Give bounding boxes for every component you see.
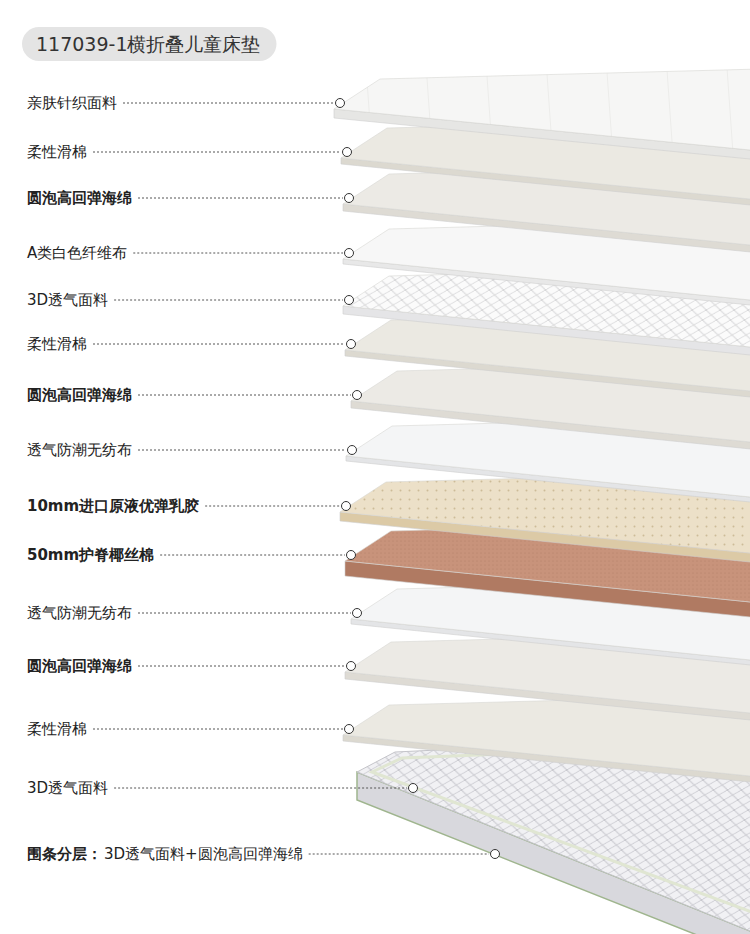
leader-line <box>123 103 334 104</box>
layer-label: 圆泡高回弹海绵 <box>27 656 132 676</box>
layer-label: 50mm护脊椰丝棉 <box>27 545 154 565</box>
layer-label: 3D透气面料 <box>27 290 108 310</box>
leader-dot <box>347 551 356 560</box>
leader-dot <box>353 391 362 400</box>
leader-dot <box>342 502 351 511</box>
leader-dot <box>353 609 362 618</box>
layer-label: 透气防潮无纺布 <box>27 603 132 623</box>
layer-label: 3D透气面料+圆泡高回弹海绵 <box>104 844 303 864</box>
leader-line <box>114 788 407 789</box>
leader-line <box>138 613 351 614</box>
layer-label: 10mm进口原液优弹乳胶 <box>27 496 199 516</box>
leader-dot <box>345 725 354 734</box>
layer-label: 透气防潮无纺布 <box>27 440 132 460</box>
leader-dot <box>409 784 418 793</box>
layer-label: 柔性滑棉 <box>27 719 87 739</box>
leader-dot <box>491 850 500 859</box>
leader-line <box>138 395 351 396</box>
leader-line <box>160 555 345 556</box>
mattress-layer <box>334 69 750 160</box>
layer-top <box>334 69 750 151</box>
layer-label: 柔性滑棉 <box>27 142 87 162</box>
title-pill <box>22 27 276 61</box>
leader-dot <box>343 148 352 157</box>
title: 117039-1横折叠儿童床垫 <box>36 32 260 56</box>
leader-line <box>114 300 343 301</box>
layer-label: 围条分层： <box>27 844 102 864</box>
layer-label: 3D透气面料 <box>27 778 108 798</box>
leader-line <box>93 344 345 345</box>
leader-line <box>309 854 489 855</box>
leader-dot <box>348 446 357 455</box>
leader-line <box>93 729 343 730</box>
layer-label: 圆泡高回弹海绵 <box>27 188 132 208</box>
leader-dot <box>336 99 345 108</box>
leader-line <box>133 253 343 254</box>
layer-label: A类白色纤维布 <box>27 243 127 263</box>
leader-dot <box>347 662 356 671</box>
leader-line <box>205 506 340 507</box>
layer-label: 亲肤针织面料 <box>27 93 117 113</box>
leader-dot <box>345 249 354 258</box>
leader-line <box>138 198 343 199</box>
leader-dot <box>345 296 354 305</box>
layer-label: 柔性滑棉 <box>27 334 87 354</box>
leader-line <box>138 666 345 667</box>
leader-line <box>93 152 341 153</box>
layer-label: 圆泡高回弹海绵 <box>27 385 132 405</box>
leader-dot <box>347 340 356 349</box>
leader-line <box>138 450 346 451</box>
leader-dot <box>345 194 354 203</box>
